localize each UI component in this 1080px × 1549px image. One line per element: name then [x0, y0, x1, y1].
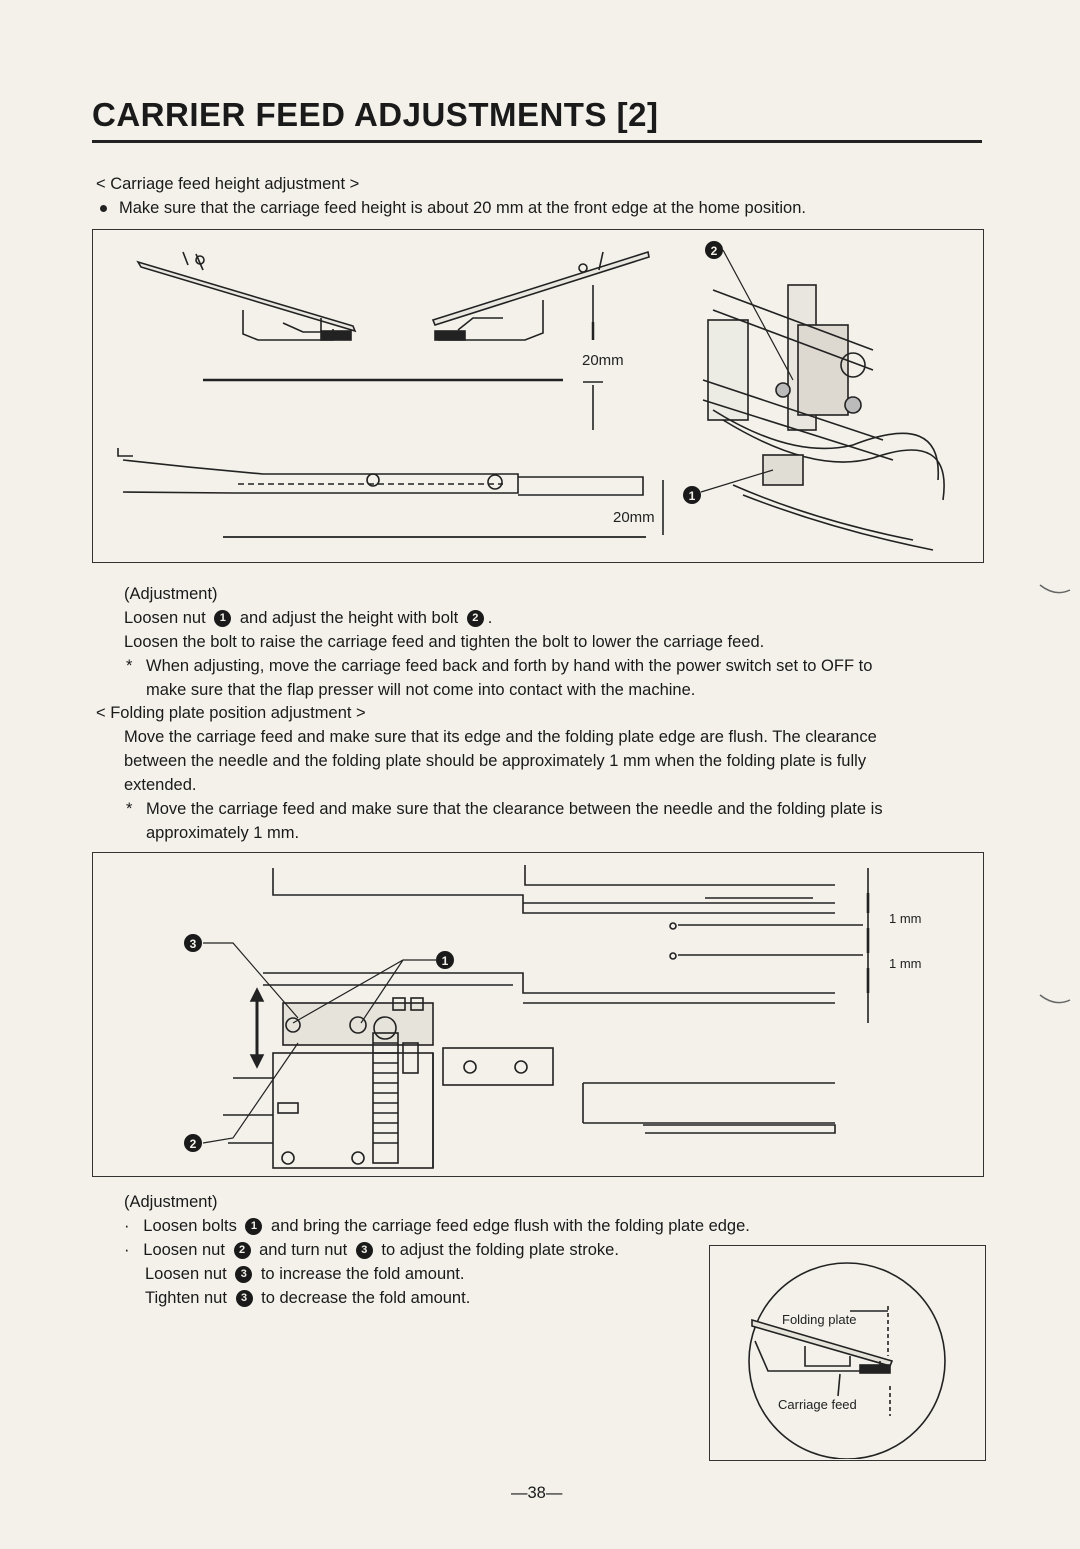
item-marker: ·	[124, 1217, 130, 1235]
inset-label-carriage-feed: Carriage feed	[778, 1397, 857, 1412]
callout-3-icon: 3	[235, 1290, 253, 1308]
adjust1-note-line2: make sure that the flap presser will not…	[146, 681, 696, 699]
section2-note-line1: Move the carriage feed and make sure tha…	[146, 800, 883, 818]
callout-2-icon	[705, 241, 723, 259]
callout-2-icon: 2	[233, 1242, 251, 1260]
section2-note-star: *	[126, 800, 133, 818]
callout-1-label: 1	[689, 489, 696, 503]
figure-folding-plate: 1 mm 1 mm 3 1 2	[92, 852, 984, 1177]
figure-height-adjustment: 20mm 20mm 2 1	[92, 229, 984, 563]
callout-3-icon	[184, 934, 202, 952]
bullet-icon	[100, 205, 107, 213]
page-number: —38—	[511, 1484, 563, 1502]
inset-drawing: Folding plate Carriage feed	[748, 1262, 946, 1460]
adjust2-item1-a: Loosen bolts	[143, 1217, 237, 1235]
dim-lower-label: 20mm	[613, 509, 655, 526]
section-heading-height: < Carriage feed height adjustment >	[96, 175, 360, 193]
callout-2-label: 2	[190, 1137, 197, 1151]
adjust2-item4: Tighten nut 3 to decrease the fold amoun…	[145, 1286, 470, 1310]
callout-3-icon: 3	[235, 1266, 253, 1284]
adjust1-line1: Loosen nut 1 and adjust the height with …	[124, 606, 492, 630]
adjust2-item4-b: to decrease the fold amount.	[261, 1289, 471, 1307]
callout-1-icon	[436, 951, 454, 969]
inset-folding-plate: Folding plate Carriage feed	[709, 1245, 986, 1461]
adjust2-item2-c: to adjust the folding plate stroke.	[381, 1241, 619, 1259]
margin-marks	[1039, 584, 1071, 1004]
callout-1-icon	[683, 486, 701, 504]
adjust2-item3-a: Loosen nut	[145, 1265, 227, 1283]
callout-3-label: 3	[190, 937, 197, 951]
title-rule	[92, 140, 982, 143]
dim-b-label: 1 mm	[889, 956, 922, 971]
adjust1-line1-c: .	[487, 609, 493, 627]
adjust2-item2: · Loosen nut 2 and turn nut 3 to adjust …	[124, 1238, 619, 1262]
adjust1-note-star: *	[126, 657, 133, 675]
dim-upper-label: 20mm	[582, 352, 624, 369]
adjust2-item4-a: Tighten nut	[145, 1289, 227, 1307]
section2-line1: Move the carriage feed and make sure tha…	[124, 728, 877, 746]
figure-folding-drawing: 1 mm 1 mm 3 1 2	[184, 865, 922, 1169]
adjust2-heading: (Adjustment)	[124, 1193, 218, 1211]
adjust1-heading: (Adjustment)	[124, 585, 218, 603]
section2-line2: between the needle and the folding plate…	[124, 752, 867, 770]
item-marker: ·	[124, 1241, 130, 1259]
adjust2-item2-b: and turn nut	[259, 1241, 348, 1259]
adjust2-item2-a: Loosen nut	[143, 1241, 225, 1259]
dim-a-label: 1 mm	[889, 911, 922, 926]
callout-1-icon: 1	[214, 610, 232, 628]
adjust2-item1: · Loosen bolts 1 and bring the carriage …	[124, 1214, 750, 1238]
callout-1-icon: 1	[245, 1218, 263, 1236]
callout-3-icon: 3	[355, 1242, 373, 1260]
bullet-text: Make sure that the carriage feed height …	[119, 199, 806, 217]
adjust1-line1-b: and adjust the height with bolt	[239, 609, 459, 627]
callout-2-icon: 2	[466, 610, 484, 628]
adjust1-note-line1: When adjusting, move the carriage feed b…	[146, 657, 873, 675]
page-title: CARRIER FEED ADJUSTMENTS [2]	[92, 96, 659, 133]
section2-note-line2: approximately 1 mm.	[146, 824, 300, 842]
inset-label-folding-plate: Folding plate	[782, 1312, 856, 1327]
callout-2-label: 2	[711, 244, 718, 258]
callout-2-icon	[184, 1134, 202, 1152]
figure-height-drawing: 20mm 20mm 2 1	[117, 241, 945, 551]
adjust2-item1-b: and bring the carriage feed edge flush w…	[271, 1217, 750, 1235]
adjust1-line1-a: Loosen nut	[124, 609, 206, 627]
adjust2-item3: Loosen nut 3 to increase the fold amount…	[145, 1262, 464, 1286]
section-heading-folding: < Folding plate position adjustment >	[96, 704, 366, 722]
bullet-height: Make sure that the carriage feed height …	[100, 196, 806, 220]
callout-1-label: 1	[442, 954, 449, 968]
adjust2-item3-b: to increase the fold amount.	[260, 1265, 465, 1283]
adjust1-line2: Loosen the bolt to raise the carriage fe…	[124, 633, 765, 651]
section2-line3: extended.	[124, 776, 197, 794]
